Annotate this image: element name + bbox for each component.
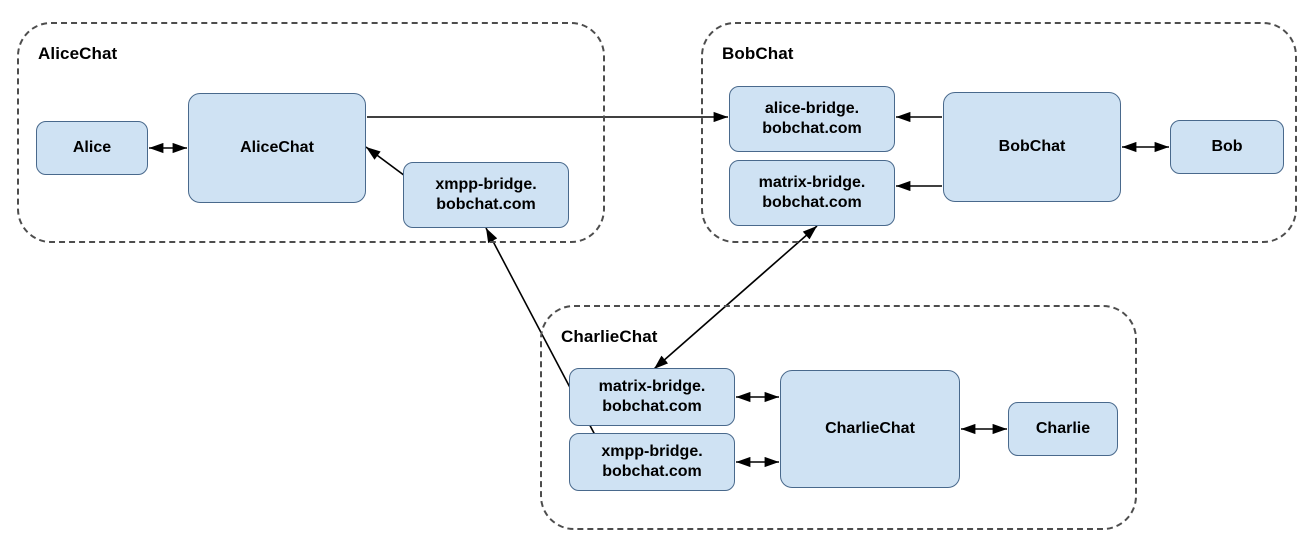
node-charlie[interactable]: Charlie	[1008, 402, 1118, 456]
group-bobchat-title: BobChat	[722, 44, 794, 63]
group-charliechat	[540, 305, 1137, 530]
group-alicechat-title: AliceChat	[38, 44, 118, 63]
node-alice[interactable]: Alice	[36, 121, 148, 175]
node-bob-label: Bob	[1211, 137, 1243, 155]
node-charlie-xmpp-label: xmpp-bridge. bobchat.com	[601, 442, 703, 480]
group-bobchat	[701, 22, 1297, 243]
node-charlie-label: Charlie	[1035, 419, 1091, 437]
node-charliechat-label: CharlieChat	[825, 419, 915, 437]
node-alicechat[interactable]: AliceChat	[188, 93, 366, 203]
node-alice-xmpp[interactable]: xmpp-bridge. bobchat.com	[403, 162, 569, 228]
node-bob-alicebridge[interactable]: alice-bridge. bobchat.com	[729, 86, 895, 152]
node-charlie-matrixbridge-label: matrix-bridge. bobchat.com	[598, 377, 706, 415]
node-charlie-matrixbridge[interactable]: matrix-bridge. bobchat.com	[569, 368, 735, 426]
node-charlie-xmpp[interactable]: xmpp-bridge. bobchat.com	[569, 433, 735, 491]
node-alicechat-label: AliceChat	[240, 138, 314, 156]
node-alice-label: Alice	[72, 138, 112, 156]
node-bob[interactable]: Bob	[1170, 120, 1284, 174]
node-bob-alicebridge-label: alice-bridge. bobchat.com	[762, 99, 862, 137]
node-charliechat[interactable]: CharlieChat	[780, 370, 960, 488]
group-alicechat	[17, 22, 605, 243]
node-bobchat[interactable]: BobChat	[943, 92, 1121, 202]
group-charliechat-title: CharlieChat	[561, 327, 658, 346]
node-alice-xmpp-label: xmpp-bridge. bobchat.com	[435, 175, 537, 213]
node-bob-matrixbridge-label: matrix-bridge. bobchat.com	[758, 173, 866, 211]
node-bob-matrixbridge[interactable]: matrix-bridge. bobchat.com	[729, 160, 895, 226]
node-bobchat-label: BobChat	[998, 137, 1066, 155]
